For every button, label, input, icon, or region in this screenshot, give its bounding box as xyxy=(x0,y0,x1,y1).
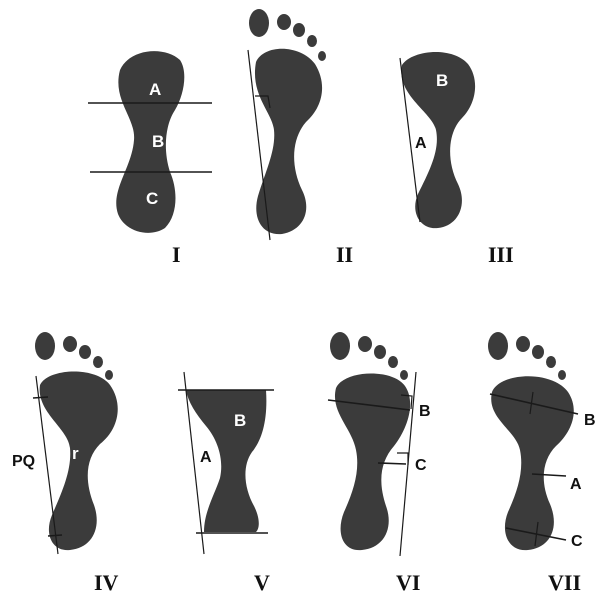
panel-ii: II xyxy=(248,9,353,267)
label-b: B xyxy=(419,403,431,420)
toe-5 xyxy=(400,370,408,380)
label-pq: PQ xyxy=(12,453,35,470)
footprint-shape xyxy=(40,371,118,550)
panel-v: B A V xyxy=(178,372,274,595)
panel-numeral: IV xyxy=(94,570,119,595)
label-a: A xyxy=(200,449,212,466)
label-a: A xyxy=(149,80,161,99)
panel-vii: B A C VII xyxy=(488,332,596,595)
label-c: C xyxy=(571,533,583,550)
toe-4 xyxy=(546,356,556,368)
label-c: C xyxy=(415,457,427,474)
panel-iv: PQ r IV xyxy=(12,332,119,595)
footprint-shape xyxy=(335,373,410,550)
footprint-shape xyxy=(491,376,574,550)
toe-3 xyxy=(374,345,386,359)
label-a: A xyxy=(415,135,427,152)
big-toe xyxy=(488,332,508,360)
panel-numeral: V xyxy=(254,570,270,595)
big-toe xyxy=(35,332,55,360)
big-toe xyxy=(330,332,350,360)
toe-3 xyxy=(532,345,544,359)
panel-numeral: VI xyxy=(396,570,420,595)
panel-vi: B C VI xyxy=(328,332,431,595)
big-toe xyxy=(249,9,269,37)
toe-4 xyxy=(388,356,398,368)
panel-numeral: III xyxy=(488,242,514,267)
toe-2 xyxy=(516,336,530,352)
label-r: r xyxy=(72,444,79,463)
toe-2 xyxy=(277,14,291,30)
footprint-shape xyxy=(186,390,266,532)
label-b: B xyxy=(234,411,246,430)
label-b: B xyxy=(436,71,448,90)
toe-3 xyxy=(79,345,91,359)
tick-top xyxy=(33,397,48,398)
toe-2 xyxy=(63,336,77,352)
label-b: B xyxy=(584,412,596,429)
toe-2 xyxy=(358,336,372,352)
toe-3 xyxy=(293,23,305,37)
panel-numeral: I xyxy=(172,242,181,267)
panel-numeral: II xyxy=(336,242,353,267)
panel-numeral: VII xyxy=(548,570,581,595)
toe-4 xyxy=(93,356,103,368)
toe-4 xyxy=(307,35,317,47)
toe-5 xyxy=(318,51,326,61)
panel-i: A B C I xyxy=(88,51,212,267)
toe-5 xyxy=(105,370,113,380)
label-a: A xyxy=(570,476,582,493)
width-line-c xyxy=(378,463,406,464)
label-c: C xyxy=(146,189,158,208)
tick-bottom xyxy=(48,535,62,536)
toe-5 xyxy=(558,370,566,380)
footprint-shape xyxy=(255,49,322,234)
panel-iii: B A III xyxy=(400,52,514,267)
label-b: B xyxy=(152,132,164,151)
